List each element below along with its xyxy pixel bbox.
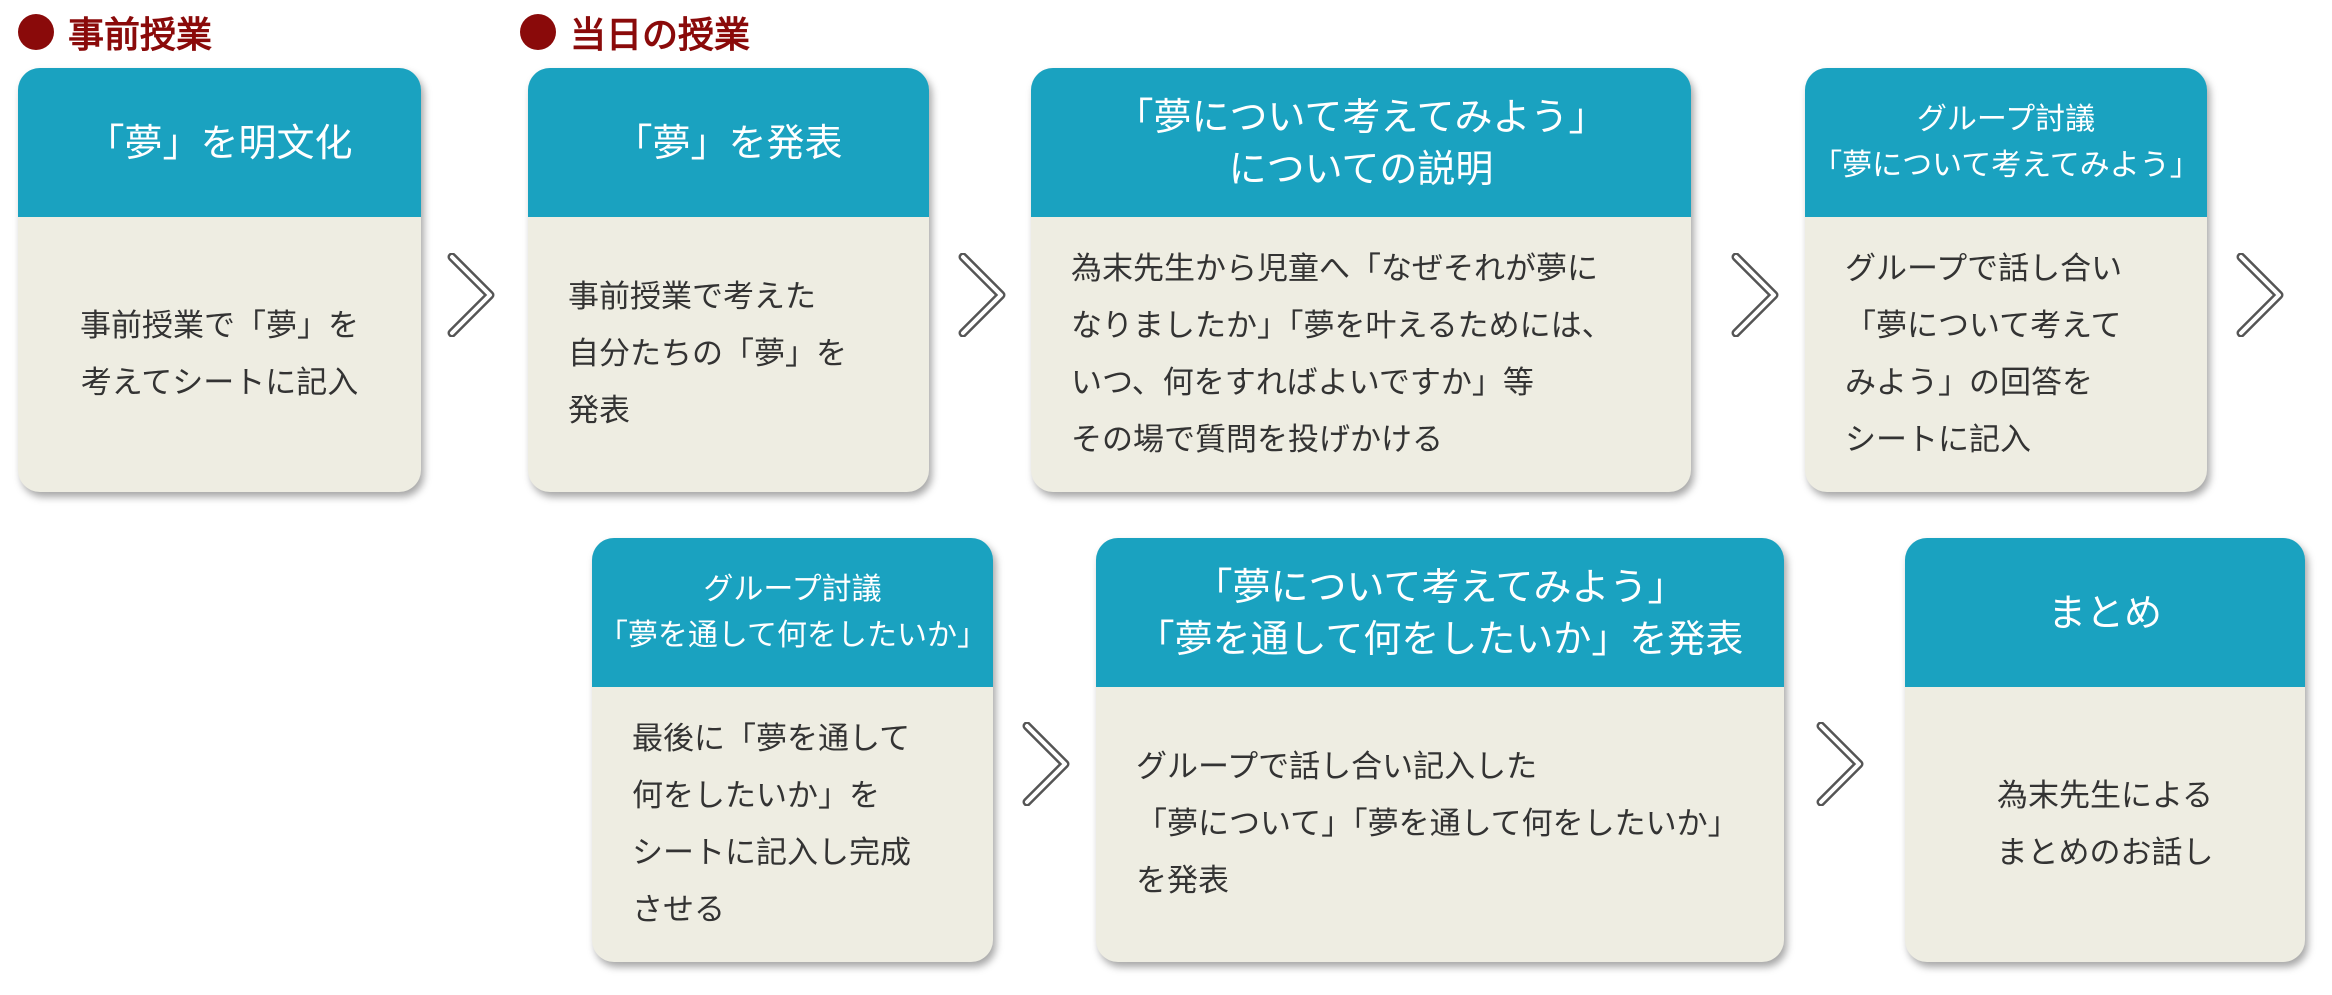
step-title-line: グループ討議 <box>1916 101 2096 137</box>
step-card-body: グループで話し合い「夢について考えてみよう」の回答をシートに記入 <box>1805 217 2207 492</box>
chevron-right-icon <box>958 253 1006 337</box>
step-body-line: 発表 <box>568 393 630 429</box>
step-body-line: なりましたか」「夢を叶えるためには、 <box>1071 307 1613 344</box>
step-body-line: 考えてシートに記入 <box>80 364 359 401</box>
step-card-body: 最後に「夢を通して何をしたいか」をシートに記入し完成させる <box>592 687 993 962</box>
step-title-line: 「夢」を明文化 <box>86 120 353 165</box>
step-card-body: グループで話し合い記入した「夢について」「夢を通して何をしたいか」を発表 <box>1096 687 1784 962</box>
step-card-header: 「夢」を明文化 <box>18 68 421 217</box>
step-card-body: 事前授業で考えた自分たちの「夢」を発表 <box>528 217 929 492</box>
step-body-line: みよう」の回答を <box>1845 364 2093 401</box>
step-title-line: 「夢について考えてみよう」 <box>1194 564 1686 609</box>
step-card-body: 事前授業で「夢」を考えてシートに記入 <box>18 217 421 492</box>
step-card-1: 「夢」を明文化事前授業で「夢」を考えてシートに記入 <box>18 68 421 492</box>
step-card-header: 「夢」を発表 <box>528 68 929 217</box>
step-body-line: 為末先生による <box>1996 777 2214 814</box>
chevron-right-icon <box>447 253 495 337</box>
step-card-7: まとめ為末先生によるまとめのお話し <box>1905 538 2305 962</box>
step-body-line: 「夢について考えて <box>1845 307 2122 344</box>
chevron-right-icon <box>1731 253 1779 337</box>
step-body-line: 為末先生から児童へ「なぜそれが夢に <box>1071 250 1598 287</box>
step-title-line: まとめ <box>2047 590 2162 635</box>
step-body-line: 最後に「夢を通して <box>632 720 911 757</box>
step-card-body: 為末先生によるまとめのお話し <box>1905 687 2305 962</box>
step-title-line: 「夢」を発表 <box>614 120 843 165</box>
step-body-line: グループで話し合い記入した <box>1136 749 1538 785</box>
step-body-line: を発表 <box>1136 863 1229 899</box>
step-title-line: 「夢について考えてみよう」 <box>1812 147 2200 183</box>
step-title-line: 「夢を通して何をしたいか」を発表 <box>1136 616 1744 661</box>
step-title-line: についての説明 <box>1228 146 1494 191</box>
step-body-line: 事前授業で考えた <box>568 279 816 315</box>
step-card-header: まとめ <box>1905 538 2305 687</box>
chevron-right-icon <box>1816 722 1864 806</box>
section-label-class-day: 当日の授業 <box>520 6 750 58</box>
step-card-body: 為末先生から児童へ「なぜそれが夢になりましたか」「夢を叶えるためには、いつ、何を… <box>1031 217 1691 492</box>
step-body-line: 「夢について」「夢を通して何をしたいか」 <box>1136 806 1739 842</box>
chevron-right-icon <box>2236 253 2284 337</box>
chevron-right-icon <box>1022 722 1070 806</box>
step-card-3: 「夢について考えてみよう」についての説明為末先生から児童へ「なぜそれが夢になりま… <box>1031 68 1691 492</box>
step-body-line: させる <box>632 891 725 928</box>
step-body-line: 何をしたいか」を <box>632 777 880 814</box>
step-body-line: 事前授業で「夢」を <box>80 307 359 344</box>
step-card-6: 「夢について考えてみよう」「夢を通して何をしたいか」を発表グループで話し合い記入… <box>1096 538 1784 962</box>
step-body-line: シートに記入 <box>1845 421 2031 458</box>
step-body-line: シートに記入し完成 <box>632 834 911 871</box>
bullet-icon <box>18 14 54 50</box>
step-card-header: グループ討議「夢を通して何をしたいか」 <box>592 538 993 687</box>
step-title-line: 「夢を通して何をしたいか」 <box>597 617 988 653</box>
step-card-header: 「夢について考えてみよう」「夢を通して何をしたいか」を発表 <box>1096 538 1784 687</box>
step-card-header: グループ討議「夢について考えてみよう」 <box>1805 68 2207 217</box>
step-title-line: 「夢について考えてみよう」 <box>1115 94 1607 139</box>
step-body-line: グループで話し合い <box>1845 250 2123 287</box>
step-card-4: グループ討議「夢について考えてみよう」グループで話し合い「夢について考えてみよう… <box>1805 68 2207 492</box>
step-card-5: グループ討議「夢を通して何をしたいか」最後に「夢を通して何をしたいか」をシートに… <box>592 538 993 962</box>
bullet-icon <box>520 14 556 50</box>
section-title: 事前授業 <box>68 15 213 56</box>
step-title-line: グループ討議 <box>703 571 882 607</box>
step-body-line: いつ、何をすればよいですか」等 <box>1071 364 1534 401</box>
step-card-header: 「夢について考えてみよう」についての説明 <box>1031 68 1691 217</box>
step-body-line: まとめのお話し <box>1996 834 2214 871</box>
step-body-line: その場で質問を投げかける <box>1071 421 1443 458</box>
step-card-2: 「夢」を発表事前授業で考えた自分たちの「夢」を発表 <box>528 68 929 492</box>
section-title: 当日の授業 <box>570 15 751 56</box>
step-body-line: 自分たちの「夢」を <box>568 336 847 372</box>
section-label-pre-class: 事前授業 <box>18 6 212 58</box>
